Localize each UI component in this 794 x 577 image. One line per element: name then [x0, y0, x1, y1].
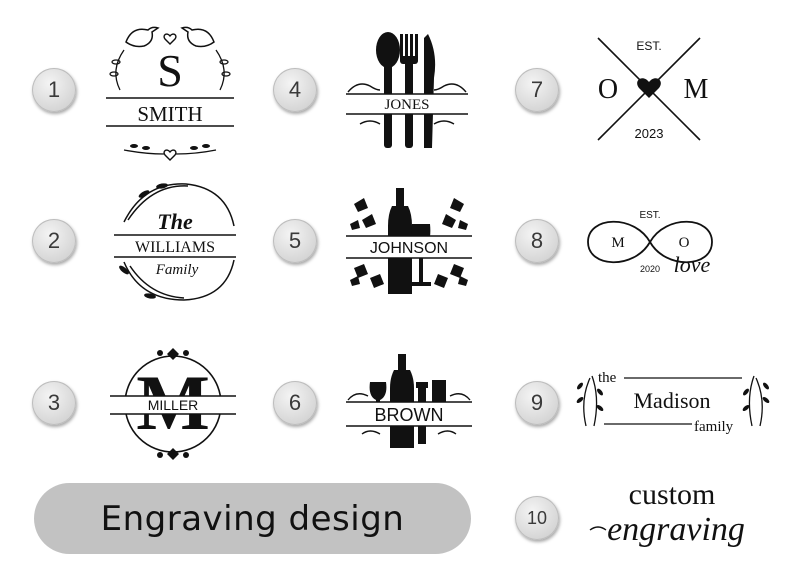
heart-icon	[637, 78, 661, 98]
suffix-text: family	[694, 419, 734, 435]
vine-ornament	[109, 49, 231, 91]
est-label: EST.	[636, 39, 661, 53]
suffix-text: Family	[155, 262, 199, 278]
design-smith-monogram: S SMITH	[104, 14, 236, 169]
family-name: Madison	[634, 388, 711, 413]
banner-label: Engraving design	[100, 498, 405, 539]
family-name: JONES	[384, 97, 429, 113]
love-word: love	[674, 252, 711, 277]
family-name: MILLER	[148, 397, 199, 413]
engraving-word: engraving	[607, 511, 745, 548]
initial-right: M	[684, 74, 709, 105]
cutlery-icon	[376, 32, 436, 148]
infinity-ornament	[587, 220, 713, 264]
design-est-monogram: EST. O M 2023	[592, 34, 714, 149]
design-custom-engraving: custom engraving	[588, 474, 762, 559]
bird-icon	[125, 26, 215, 48]
initial-left: M	[611, 235, 624, 251]
number-badge-6: 6	[273, 381, 317, 425]
heart-icon	[163, 33, 177, 45]
design-infinity-love: EST. M O 2020 love	[584, 204, 720, 285]
family-name: BROWN	[375, 405, 444, 425]
prefix-text: The	[157, 209, 193, 234]
family-name: SMITH	[137, 102, 202, 126]
prefix-text: the	[598, 370, 617, 386]
design-jones-cutlery: JONES	[346, 30, 468, 157]
number-badge-8: 8	[515, 219, 559, 263]
wine-set-icon	[369, 354, 446, 448]
year-label: 2020	[640, 264, 660, 274]
initial-left: O	[598, 74, 618, 105]
laurel-ornament	[123, 144, 217, 161]
ivy-ornament	[350, 198, 468, 288]
design-williams-wreath: The WILLIAMS Family	[110, 178, 240, 309]
scroll-ornament	[347, 393, 471, 435]
number-badge-7: 7	[515, 68, 559, 112]
number-badge-3: 3	[32, 381, 76, 425]
scroll-ornament	[347, 83, 467, 125]
number-badge-9: 9	[515, 381, 559, 425]
number-badge-2: 2	[32, 219, 76, 263]
number-badge-10: 10	[515, 496, 559, 540]
family-name: WILLIAMS	[135, 239, 215, 256]
family-name: JOHNSON	[370, 240, 448, 257]
design-madison-family: the Madison family	[574, 364, 772, 443]
design-miller-monogram: M MILLER	[108, 344, 238, 469]
custom-word: custom	[629, 478, 716, 511]
flourish-ornament	[157, 348, 189, 460]
engraving-design-banner: Engraving design	[34, 483, 471, 554]
monogram-initial: S	[157, 45, 183, 96]
number-badge-5: 5	[273, 219, 317, 263]
design-brown-wine: BROWN	[346, 352, 472, 457]
wreath-ornament	[123, 183, 235, 301]
laurel-branch-icon	[583, 375, 763, 427]
design-johnson-wine: JOHNSON	[346, 184, 472, 305]
year-label: 2023	[635, 126, 664, 141]
number-badge-4: 4	[273, 68, 317, 112]
number-badge-1: 1	[32, 68, 76, 112]
est-label: EST.	[639, 210, 660, 221]
initial-right: O	[679, 235, 690, 251]
